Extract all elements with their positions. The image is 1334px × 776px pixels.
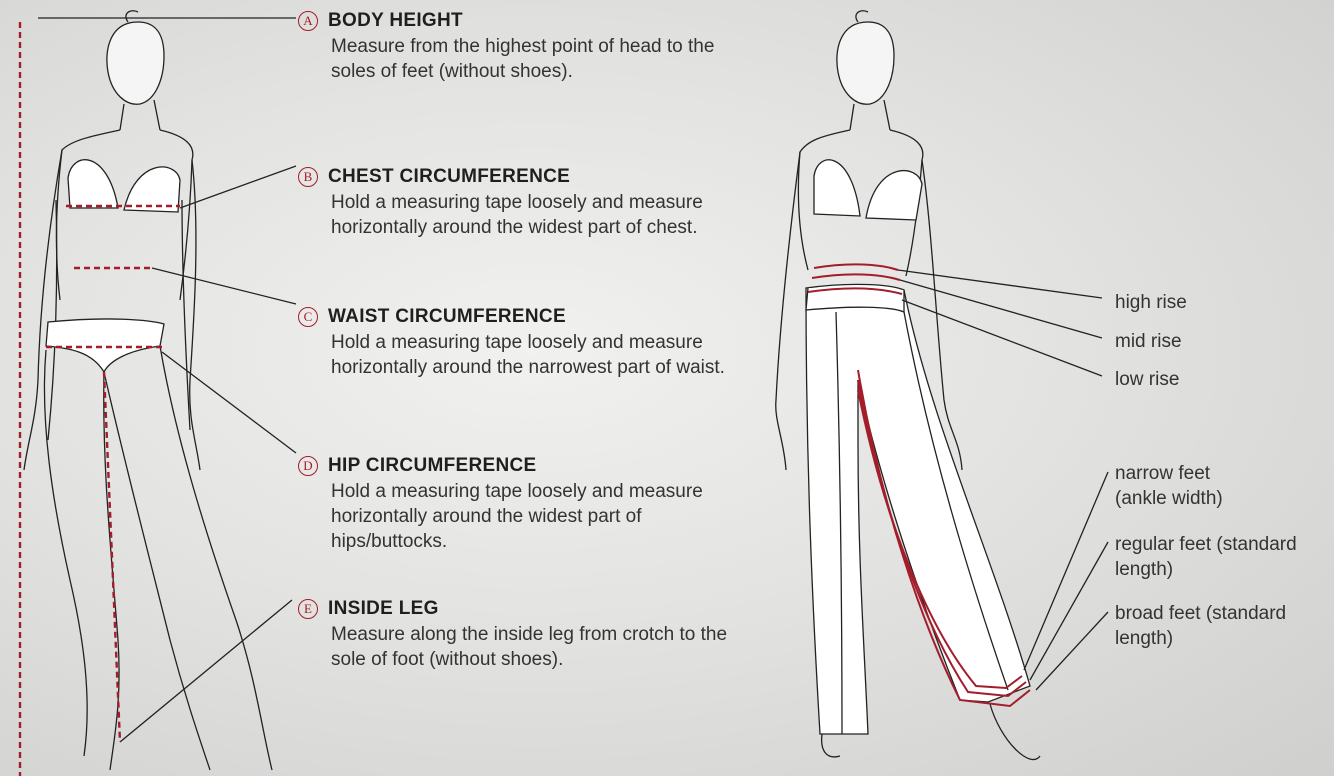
letter-d-badge: D <box>298 456 318 476</box>
right-figure-hair <box>856 11 868 22</box>
left-figure-briefs <box>46 319 164 372</box>
right-figure-trousers <box>806 284 1030 734</box>
letter-b-badge: B <box>298 167 318 187</box>
measurement-description: Hold a measuring tape loosely and measur… <box>331 479 758 554</box>
measurement-chest: B CHEST CIRCUMFERENCE Hold a measuring ta… <box>298 164 758 240</box>
left-figure-measure-lines <box>20 22 180 776</box>
measurement-description: Measure along the inside leg from crotch… <box>331 622 758 672</box>
measurement-title: INSIDE LEG <box>328 598 439 620</box>
measurement-title: BODY HEIGHT <box>328 10 463 32</box>
measurement-description: Measure from the highest point of head t… <box>331 34 758 84</box>
measurement-inside-leg: E INSIDE LEG Measure along the inside leg… <box>298 596 758 672</box>
left-figure-arm-left <box>24 150 62 470</box>
left-figure-torso <box>56 130 192 300</box>
right-figure-head <box>837 22 894 104</box>
narrow-feet-label: narrow feet (ankle width) <box>1115 461 1235 511</box>
high-rise-line <box>814 264 898 270</box>
right-figure-bra <box>814 160 922 220</box>
measurement-description: Hold a measuring tape loosely and measur… <box>331 190 758 240</box>
left-figure <box>24 11 296 770</box>
mid-rise-label: mid rise <box>1115 329 1182 354</box>
left-figure-head <box>107 22 164 104</box>
broad-feet-label: broad feet (standard length) <box>1115 601 1315 651</box>
letter-c-badge: C <box>298 307 318 327</box>
left-figure-bra <box>68 160 180 212</box>
high-rise-label: high rise <box>1115 290 1187 315</box>
left-figure-hair <box>126 11 138 22</box>
mid-rise-line <box>812 274 900 280</box>
measurement-title: CHEST CIRCUMFERENCE <box>328 166 570 188</box>
measurement-title: WAIST CIRCUMFERENCE <box>328 306 566 328</box>
measurement-waist: C WAIST CIRCUMFERENCE Hold a measuring ta… <box>298 304 758 380</box>
low-rise-label: low rise <box>1115 367 1179 392</box>
measurement-description: Hold a measuring tape loosely and measur… <box>331 330 758 380</box>
measurement-body-height: A BODY HEIGHT Measure from the highest po… <box>298 8 758 84</box>
letter-a-badge: A <box>298 11 318 31</box>
letter-e-badge: E <box>298 599 318 619</box>
regular-feet-label: regular feet (standard length) <box>1115 532 1315 582</box>
measurement-title: HIP CIRCUMFERENCE <box>328 455 537 477</box>
measurement-hip: D HIP CIRCUMFERENCE Hold a measuring tape… <box>298 453 758 554</box>
